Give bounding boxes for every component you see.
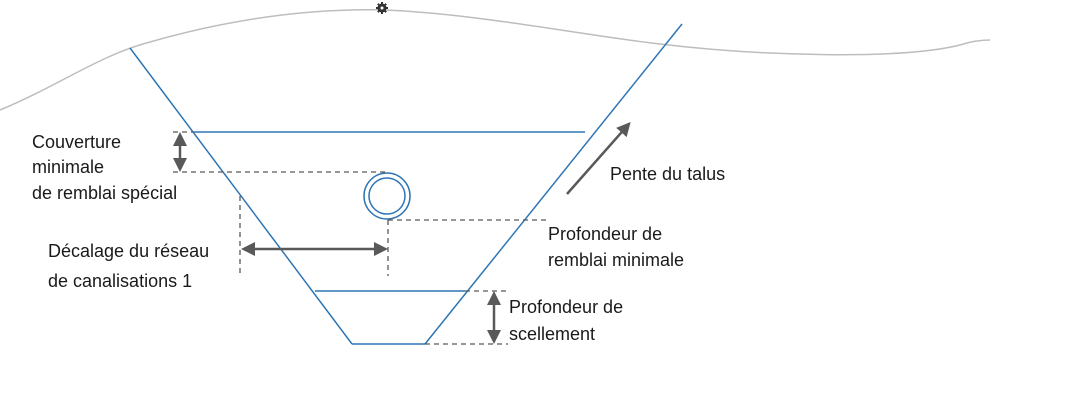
- cover-label-1: Couverture: [32, 132, 121, 152]
- min-depth-label-1: Profondeur de: [548, 224, 662, 244]
- slope-label: Pente du talus: [610, 164, 725, 184]
- dimension-guides: [173, 131, 548, 345]
- cover-label-3: de remblai spécial: [32, 183, 177, 203]
- seal-label-2: scellement: [509, 324, 595, 344]
- offset-label-2: de canalisations 1: [48, 271, 192, 291]
- offset-label-1: Décalage du réseau: [48, 241, 209, 261]
- min-depth-label-2: remblai minimale: [548, 250, 684, 270]
- ground-line: [0, 9, 991, 111]
- pipe: [363, 172, 411, 220]
- slope-arrow: [566, 122, 631, 195]
- gear-icon: [376, 2, 388, 14]
- seal-label-1: Profondeur de: [509, 297, 623, 317]
- trench-outline: [129, 23, 683, 345]
- cover-label-2: minimale: [32, 157, 104, 177]
